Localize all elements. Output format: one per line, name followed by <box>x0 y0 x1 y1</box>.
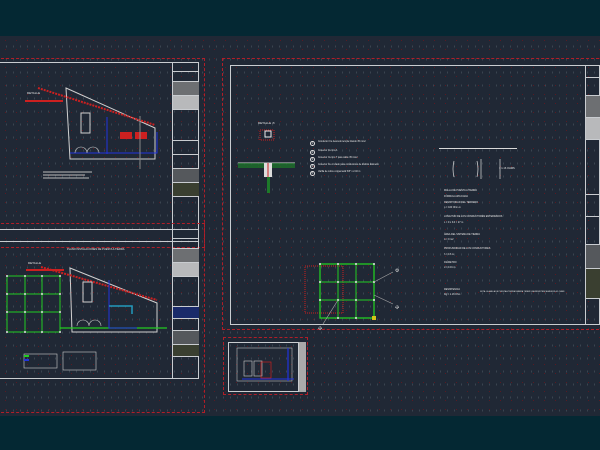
layout-sheet-1[interactable]: DETALLE <box>0 58 205 248</box>
panel-elevation-drawing <box>236 347 294 382</box>
sheet-2-frame <box>0 229 199 379</box>
sheet-2-detail-label: DETALLE <box>28 261 42 265</box>
calc-title-underline <box>439 148 517 150</box>
calculation-note: NOTA: LA MALLA DE PUESTA A TIERRA DEBERÁ… <box>480 291 565 293</box>
grounding-well-section <box>238 129 295 193</box>
formula-result: = 1.16 OHMS <box>499 167 515 170</box>
svg-text:⚙: ⚙ <box>395 268 400 274</box>
sheet-3-title-block <box>585 65 600 325</box>
layout-sheet-4[interactable] <box>223 337 308 395</box>
svg-text:✣: ✣ <box>395 305 399 311</box>
sheet-1-detail-label: DETALLE <box>27 91 41 95</box>
top-frame-band <box>0 0 600 36</box>
sheet-2-title: PLANO INSTALACIONES DE PUESTA A TIERRA <box>67 248 125 251</box>
sheet-2-grounding-plan <box>6 266 167 371</box>
bottom-frame-band <box>0 416 600 450</box>
sheet-2-title-block <box>172 229 199 379</box>
sheet-1-floorplan-drawing <box>25 87 158 179</box>
detail-a-label: DETALLE 'A' <box>258 121 276 125</box>
svg-text:✣: ✣ <box>318 326 322 332</box>
model-space-canvas[interactable]: DETALLE <box>0 36 600 416</box>
layout-sheet-3[interactable]: DETALLE 'A' 1 Conductor Cu desnudo templ… <box>222 58 600 332</box>
sheet-4-title-block <box>298 342 306 392</box>
formula-brackets <box>452 159 501 179</box>
sheet-1-frame <box>0 62 199 242</box>
layout-sheet-2[interactable]: PLANO INSTALACIONES DE PUESTA A TIERRA D… <box>0 223 205 413</box>
sheet-1-title-block <box>172 62 199 242</box>
grounding-mesh-grid: ⚙ ✣ ✣ <box>304 263 400 332</box>
